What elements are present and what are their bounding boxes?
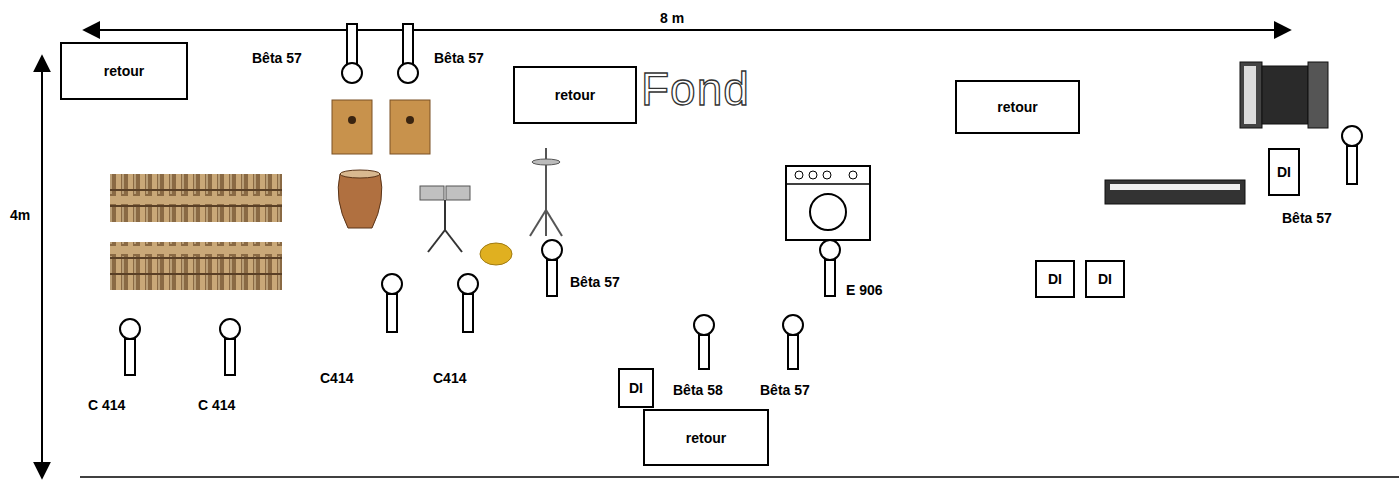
- mic-label: C 414: [198, 397, 235, 413]
- monitor-box: retour: [955, 80, 1080, 134]
- box-label: DI: [1098, 271, 1112, 287]
- mic-label: Bêta 57: [760, 382, 810, 398]
- box-label: DI: [629, 380, 643, 396]
- mic-label: C414: [320, 370, 353, 386]
- mic-label: Bêta 57: [434, 50, 484, 66]
- box-label: retour: [555, 87, 595, 103]
- mic-label: C414: [433, 370, 466, 386]
- box-label: retour: [997, 99, 1037, 115]
- box-label: DI: [1048, 271, 1062, 287]
- dimension-label: 4m: [10, 207, 30, 223]
- monitor-box: retour: [60, 42, 188, 100]
- monitor-box: retour: [643, 409, 769, 466]
- di-box: DI: [1035, 260, 1075, 298]
- di-box: DI: [1085, 260, 1125, 298]
- mic-label: E 906: [846, 282, 883, 298]
- backstage-label: Fond: [641, 62, 750, 116]
- mic-label: Bêta 58: [673, 382, 723, 398]
- mic-label: Bêta 57: [1282, 210, 1332, 226]
- dimension-label: 8 m: [660, 10, 684, 26]
- monitor-box: retour: [513, 66, 637, 124]
- di-box: DI: [1268, 148, 1300, 196]
- box-label: retour: [104, 63, 144, 79]
- di-box: DI: [618, 368, 654, 408]
- mic-label: Bêta 57: [570, 274, 620, 290]
- mic-label: Bêta 57: [252, 50, 302, 66]
- box-label: retour: [686, 430, 726, 446]
- mic-label: C 414: [88, 397, 125, 413]
- box-label: DI: [1277, 164, 1291, 180]
